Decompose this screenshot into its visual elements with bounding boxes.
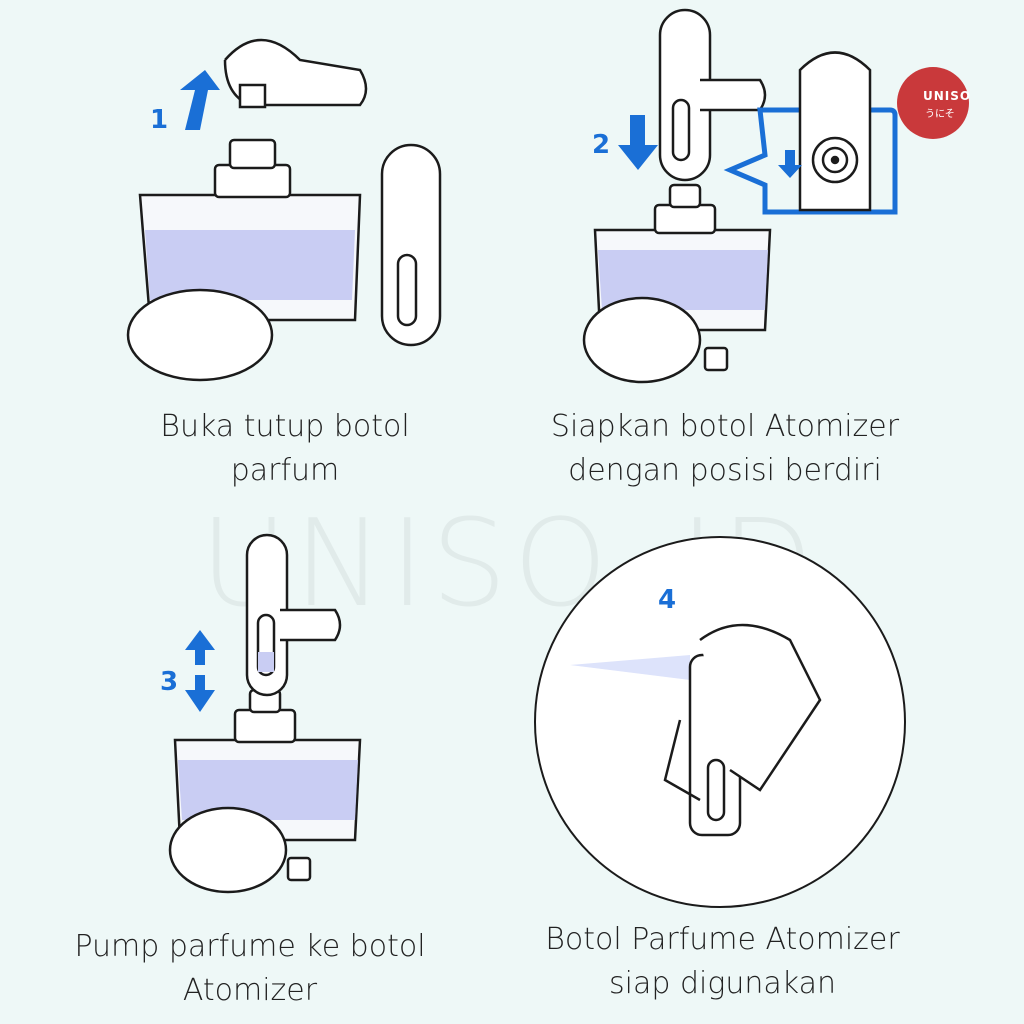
step-4-illustration: 4 bbox=[534, 536, 906, 908]
spray-mist bbox=[570, 655, 690, 680]
step-3-illustration: 3 bbox=[160, 533, 362, 894]
uniso-logo: UNISO うにそ bbox=[897, 67, 970, 139]
up-down-arrow-icon bbox=[185, 630, 215, 712]
svg-text:1: 1 bbox=[150, 105, 168, 135]
step-1-illustration: 1 bbox=[126, 38, 442, 382]
svg-text:3: 3 bbox=[160, 667, 178, 697]
down-arrow-icon bbox=[618, 115, 658, 170]
svg-text:2: 2 bbox=[592, 130, 610, 160]
up-arrow-icon bbox=[180, 70, 220, 130]
svg-text:4: 4 bbox=[658, 585, 676, 615]
step-2-illustration: 2 bbox=[582, 8, 898, 384]
